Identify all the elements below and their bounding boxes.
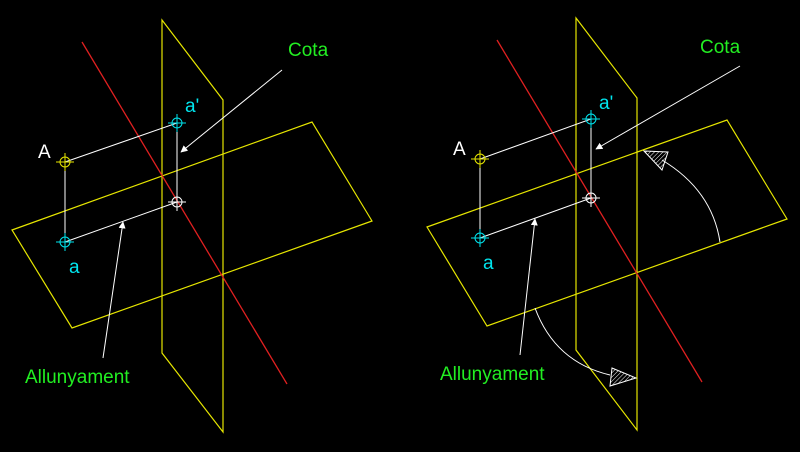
right-point-axis-marker [582,189,600,207]
left-allunyament-label: Allunyament [25,367,130,388]
left-vertical-plane [161,18,224,434]
right-point-A-label: A [453,139,466,160]
right-vertical-plane [575,16,638,432]
right-point-a-marker [471,229,489,247]
right-cota-label: Cota [700,37,741,58]
right-point-A-marker [471,150,489,168]
left-projectors [64,122,178,243]
left-panel: Cota Allunyament A a' a [11,18,373,434]
right-rotation-arrowhead-upper [642,150,669,171]
left-point-a-marker [56,233,74,251]
right-cota-leader [595,65,741,150]
left-horizontal-plane [11,121,373,329]
left-point-A-marker [56,153,74,171]
right-allunyament-leader [519,218,538,356]
right-horizontal-plane [426,119,788,327]
left-ground-line [81,41,288,385]
right-rotation-arrowhead-lower [609,367,638,387]
left-point-a-prime-marker [168,114,186,132]
left-point-axis-marker [168,193,186,211]
right-ground-line [496,39,703,383]
right-point-a-prime-label: a' [599,93,613,114]
right-panel: Cota Allunyament A a' a [426,16,788,432]
right-point-a-prime-marker [582,110,600,128]
left-point-A-label: A [38,142,51,163]
right-rotation-arc-upper [661,159,721,243]
left-point-a-label: a [69,257,80,278]
right-projectors [479,118,592,239]
left-cota-label: Cota [288,40,329,61]
left-cota-leader [180,69,283,153]
right-point-a-label: a [483,253,494,274]
right-rotation-arc-lower [534,307,611,376]
left-point-a-prime-label: a' [185,96,199,117]
left-allunyament-leader [102,221,126,359]
right-allunyament-label: Allunyament [440,364,545,385]
